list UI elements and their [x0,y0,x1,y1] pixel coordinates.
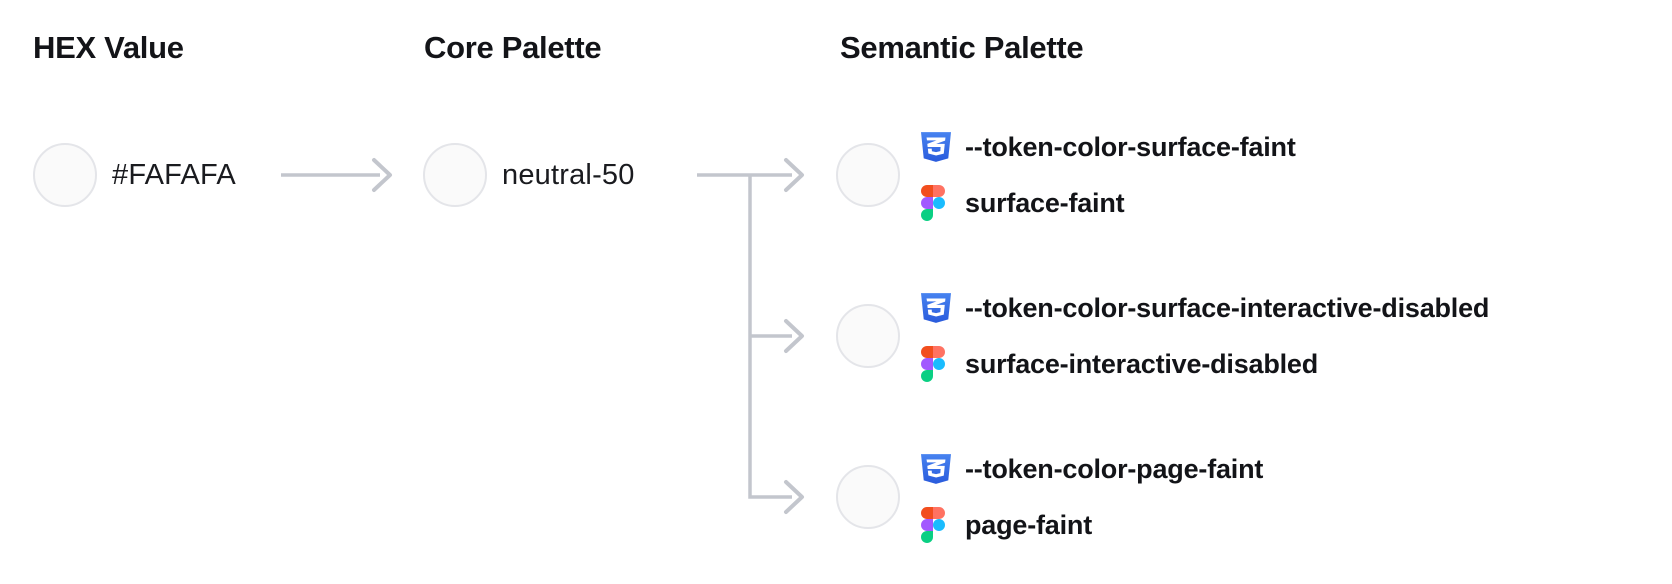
figma-logo-icon [921,185,953,221]
core-column-header: Core Palette [424,30,602,65]
css3-shield-icon [921,130,953,164]
semantic-color-swatch [836,465,900,529]
figma-logo-icon [921,346,953,382]
css-token-name: --token-color-surface-interactive-disabl… [965,292,1490,323]
core-color-swatch [423,143,487,207]
semantic-color-swatch [836,143,900,207]
hex-color-swatch [33,143,97,207]
figma-logo-icon [921,507,953,543]
hex-column-header: HEX Value [33,30,184,65]
semantic-color-swatch [836,304,900,368]
semantic-column-header: Semantic Palette [840,30,1084,65]
semantic-token-row: --token-color-page-faint page-faint [836,447,1263,547]
semantic-token-labels: --token-color-page-faint page-faint [921,449,1263,546]
hex-value-label: #FAFAFA [112,158,236,191]
branch-trunk [748,175,792,499]
semantic-token-row: --token-color-surface-faint surface-fain… [836,125,1296,225]
css3-shield-icon [921,291,953,325]
figma-token-line: page-faint [921,505,1263,546]
semantic-token-labels: --token-color-surface-faint surface-fain… [921,127,1296,224]
hex-node: #FAFAFA [33,143,236,207]
css-token-line: --token-color-surface-interactive-disabl… [921,288,1489,329]
css-token-line: --token-color-page-faint [921,449,1263,490]
css-token-name: --token-color-page-faint [965,453,1264,484]
arrowhead-row3 [784,480,804,514]
figma-token-name: page-faint [965,509,1093,540]
css-token-line: --token-color-surface-faint [921,127,1296,168]
arrowhead-row2 [784,319,804,353]
core-node: neutral-50 [423,143,635,207]
figma-token-name: surface-interactive-disabled [965,348,1319,379]
semantic-token-row: --token-color-surface-interactive-disabl… [836,286,1489,386]
arrowhead-hex-to-core [372,158,392,192]
core-value-label: neutral-50 [502,158,635,191]
figma-token-name: surface-faint [965,187,1125,218]
css3-shield-icon [921,452,953,486]
semantic-token-labels: --token-color-surface-interactive-disabl… [921,288,1489,385]
figma-token-line: surface-faint [921,183,1296,224]
figma-token-line: surface-interactive-disabled [921,344,1489,385]
arrowhead-row1 [784,158,804,192]
css-token-name: --token-color-surface-faint [965,131,1296,162]
